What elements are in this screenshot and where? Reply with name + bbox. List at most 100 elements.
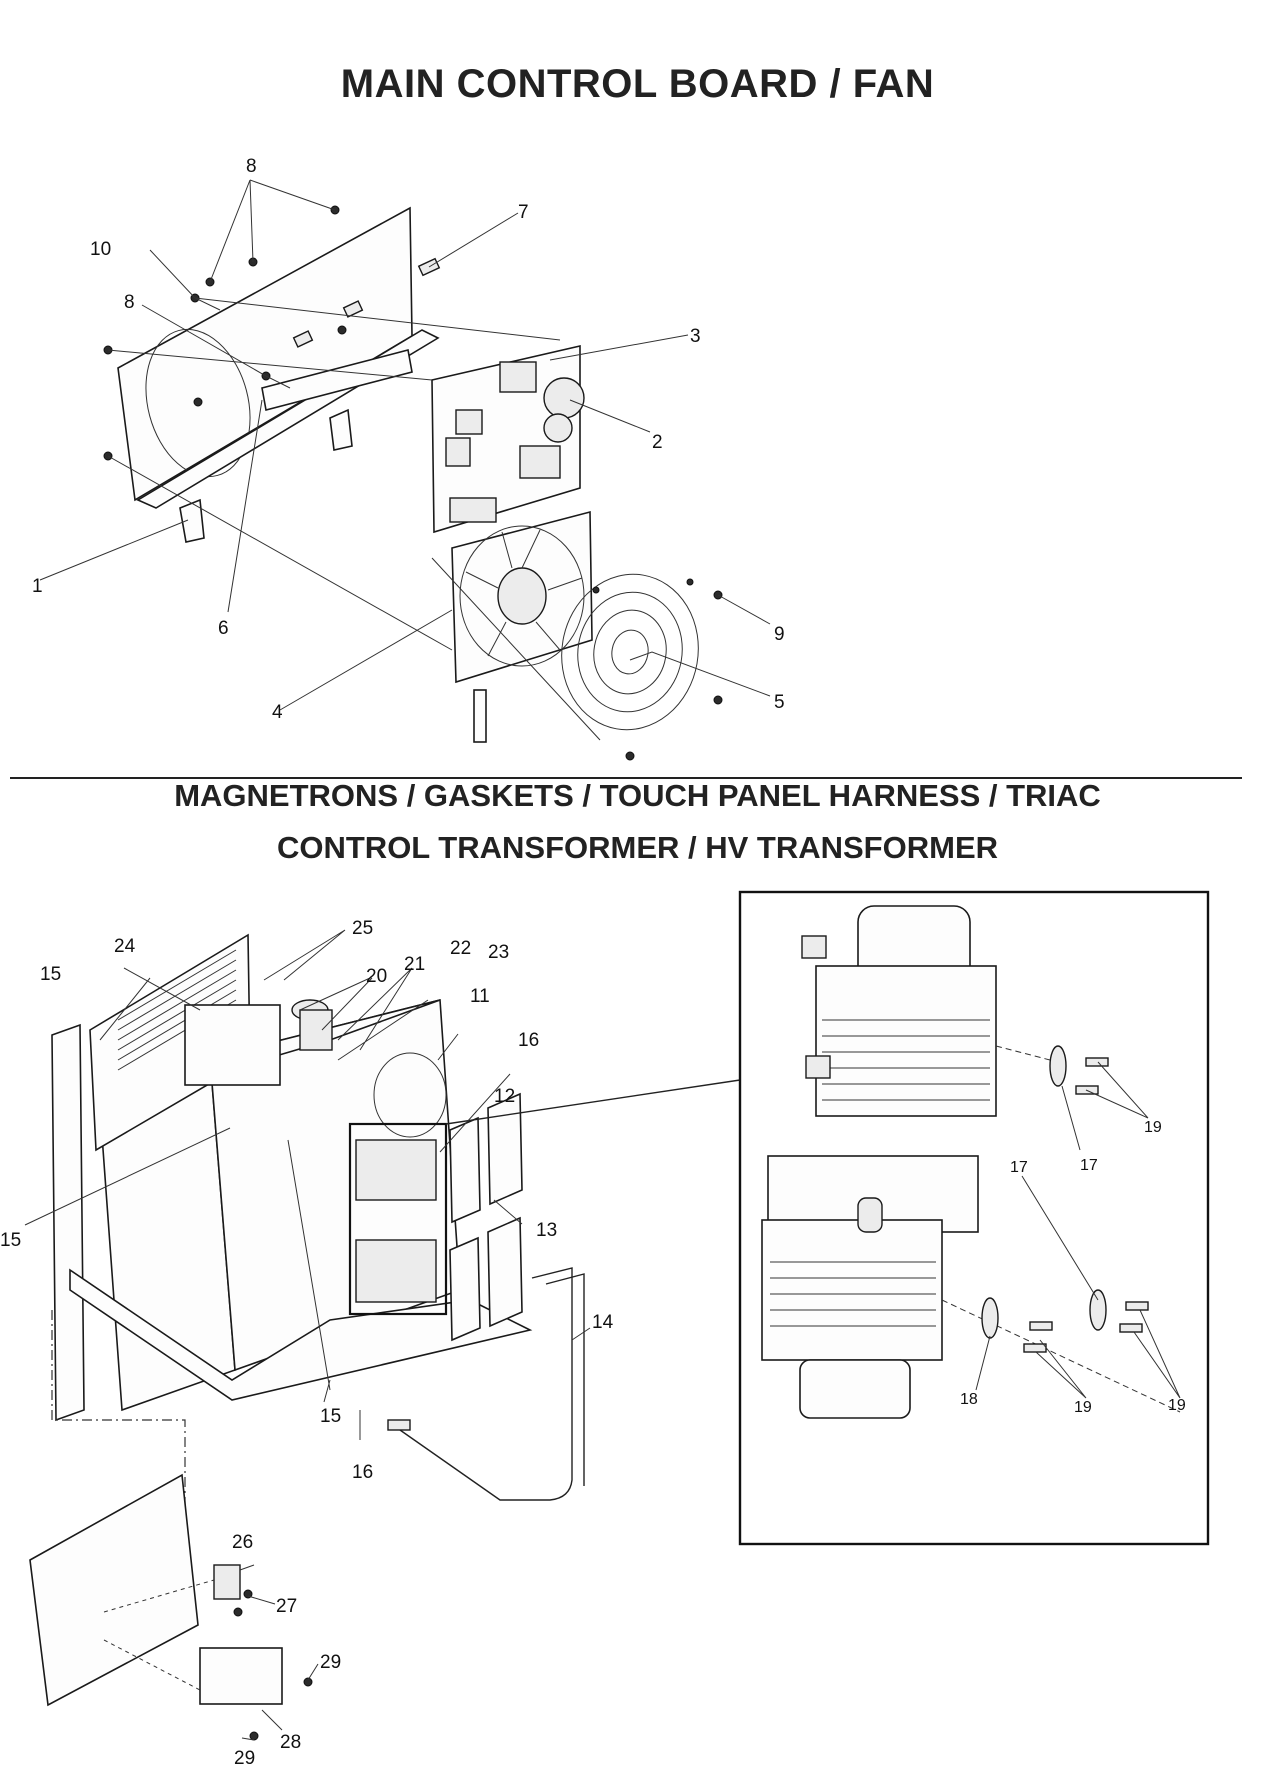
magnetron-tab-upper [805, 1055, 831, 1079]
callout-20: 20 [366, 966, 387, 987]
leader-lines-bottom [24, 929, 591, 1741]
section-divider [10, 777, 1242, 779]
callout-29b: 29 [234, 1748, 255, 1769]
screw-19-upper-a [1085, 1057, 1109, 1067]
control-panel-bracket [29, 1473, 199, 1707]
magnetron-antenna-lower [857, 1197, 883, 1233]
capacitor-component [543, 377, 585, 419]
callout-13: 13 [536, 1220, 557, 1241]
pcb-connector [449, 497, 497, 523]
main-control-board-assembly: 8 7 10 8 3 2 1 6 9 5 4 [32, 156, 785, 761]
callout-16b: 16 [352, 1462, 373, 1483]
connector-block [519, 445, 561, 479]
callout-22: 22 [450, 938, 471, 959]
callout-15b: 15 [0, 1230, 21, 1251]
assembly-reference-line [51, 1310, 186, 1560]
callout-14: 14 [592, 1312, 614, 1333]
gasket-13-lower [487, 1216, 523, 1328]
fan-guard-ring-2 [577, 591, 683, 713]
callout-24: 24 [114, 936, 136, 957]
magnetron-cooling-fins-lower [770, 1261, 936, 1327]
control-board-pcb [431, 344, 581, 534]
screw-19-lower-a [1029, 1321, 1053, 1331]
callout-18: 18 [960, 1391, 978, 1408]
plate-fan-opening [145, 328, 251, 478]
callout-17b: 17 [1010, 1159, 1028, 1176]
callout-15: 15 [40, 964, 61, 985]
control-transformer-28 [199, 1647, 283, 1705]
callout-9: 9 [774, 624, 785, 645]
bracket-tab-right [329, 408, 353, 451]
leader-lines-top [39, 179, 771, 741]
callout-21: 21 [404, 954, 425, 975]
screw-19-lower-d [1119, 1323, 1143, 1333]
harness-edge [545, 1273, 585, 1486]
callout-3: 3 [690, 326, 701, 347]
gasket-13-upper [487, 1092, 523, 1206]
fan-wire-connector [473, 689, 487, 743]
fan-blade-ring [459, 525, 585, 667]
screw-19-lower-b [1023, 1343, 1047, 1353]
callout-2: 2 [652, 432, 663, 453]
screw-29b [249, 1731, 259, 1741]
thermostat-17-upper [1049, 1045, 1067, 1087]
callout-27: 27 [276, 1596, 297, 1617]
callout-10: 10 [90, 239, 111, 260]
callout-28: 28 [280, 1732, 301, 1753]
insulator-sheet [261, 349, 413, 411]
inset-leader-lines [975, 1061, 1181, 1399]
callout-15c: 15 [320, 1406, 341, 1427]
callout-17: 17 [1080, 1157, 1098, 1174]
magnetron-body-lower [761, 1219, 943, 1361]
callout-8b: 8 [124, 292, 135, 313]
magnetron-highlight-box [348, 1122, 448, 1316]
callout-16: 16 [518, 1030, 539, 1051]
relay-component-2 [455, 409, 483, 435]
standoff-2 [292, 330, 314, 348]
fan-guard-ring-3 [593, 609, 667, 695]
bracket-tab-left [179, 498, 205, 543]
chassis-fan [373, 1052, 447, 1138]
callout-11: 11 [470, 986, 490, 1007]
relay-component [499, 361, 537, 393]
magnetron-cooling-fins-upper [822, 1019, 990, 1101]
callout-26: 26 [232, 1532, 253, 1553]
mount-lines [103, 1579, 215, 1691]
screw-27 [243, 1589, 253, 1599]
screw-27b [233, 1607, 243, 1617]
oven-chassis-assembly: 15 24 25 20 21 22 23 11 16 12 13 14 15 1… [0, 918, 741, 1769]
fan-hub [497, 567, 547, 625]
fan-guard [561, 573, 699, 731]
callout-25: 25 [352, 918, 373, 939]
transformer-small [445, 437, 471, 467]
callout-7: 7 [518, 202, 529, 223]
magnetrons-section-title-line1: MAGNETRONS / GASKETS / TOUCH PANEL HARNE… [174, 778, 1101, 813]
hv-transformer-24 [184, 1004, 281, 1086]
capacitor-component-small [543, 413, 573, 443]
gasket-lower [449, 1236, 481, 1342]
callout-5: 5 [774, 692, 785, 713]
fan-blades [465, 529, 583, 657]
callout-6: 6 [218, 618, 229, 639]
thermostat-17-lower [1089, 1289, 1107, 1331]
magnetron-axis-upper [995, 1045, 1051, 1061]
magnetron-antenna-cap-lower [799, 1359, 911, 1419]
fan-guard-ring-4 [611, 629, 649, 675]
magnetron-lower [355, 1239, 437, 1303]
screw-29 [303, 1677, 313, 1687]
gasket-upper [449, 1116, 481, 1224]
standoff [342, 300, 364, 318]
harness-connector [387, 1419, 411, 1431]
callout-12: 12 [494, 1086, 515, 1107]
main-control-board-fan-title: MAIN CONTROL BOARD / FAN [340, 62, 935, 106]
callout-19b: 19 [1074, 1399, 1092, 1416]
vent-slots [117, 949, 237, 1071]
callout-8: 8 [246, 156, 257, 177]
mounting-plate [117, 206, 413, 502]
magnetrons-section-title-line2: CONTROL TRANSFORMER / HV TRANSFORMER [276, 830, 999, 865]
callout-4: 4 [272, 702, 283, 723]
magnetron-terminal-upper [801, 935, 827, 959]
callout-19c: 19 [1168, 1397, 1186, 1414]
callout-19: 19 [1144, 1119, 1162, 1136]
